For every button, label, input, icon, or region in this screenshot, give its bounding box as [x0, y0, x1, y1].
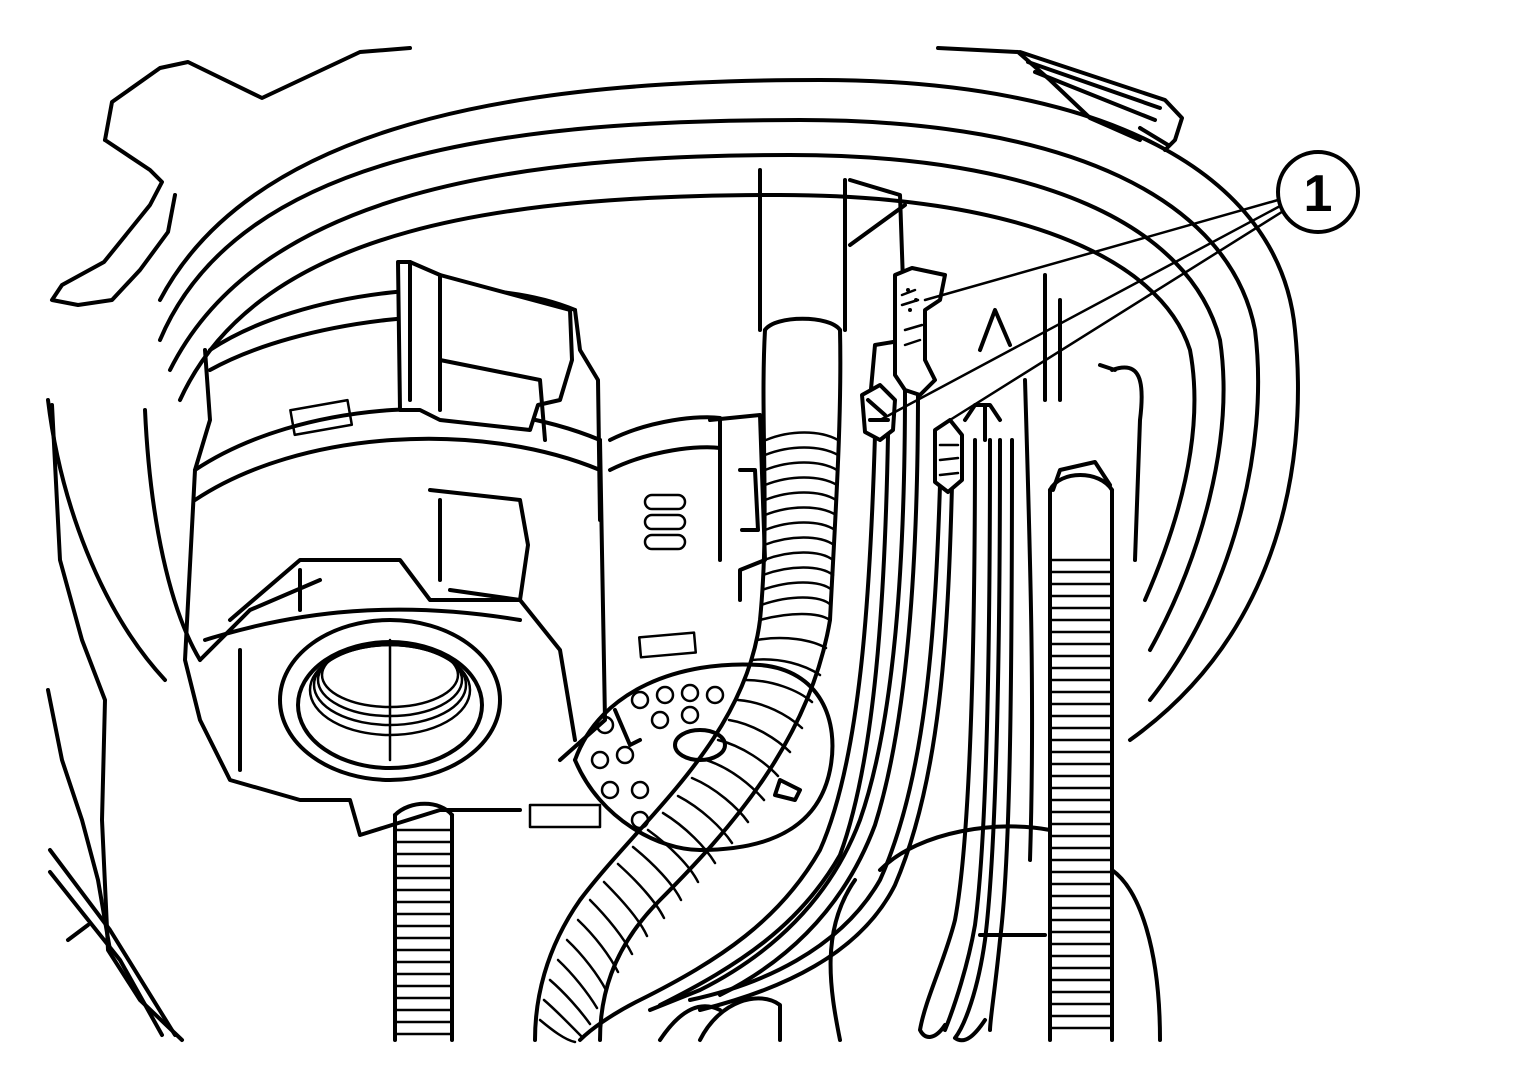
- fuel-outlet-port: [198, 558, 577, 782]
- tank-housing-right: [936, 46, 1184, 152]
- fuel-pump-cylinder: [183, 260, 607, 837]
- corrugated-hose-right: [1048, 363, 1144, 1042]
- wiring-harness: [578, 378, 1035, 1043]
- center-plate: [608, 413, 767, 602]
- tank-housing-left: [46, 46, 412, 1042]
- callout-1-label: 1: [1304, 165, 1333, 223]
- electrical-connectors: [860, 266, 1002, 494]
- lower-right-housing: [658, 824, 1162, 1042]
- callout-1: 1: [878, 150, 1360, 422]
- callout-1-circle: [1276, 150, 1360, 234]
- corrugated-hose-center: [533, 316, 843, 1044]
- tank-opening-rings: [46, 78, 1300, 742]
- filter-disk: [528, 631, 835, 852]
- corrugated-hose-left: [393, 801, 454, 1042]
